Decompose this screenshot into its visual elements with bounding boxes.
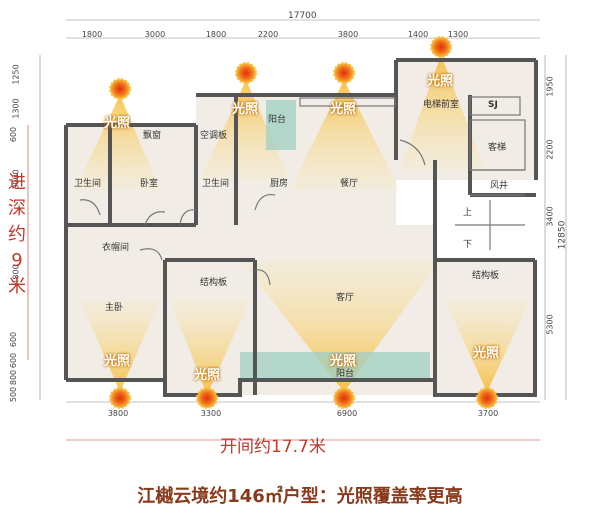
left-dim: 800 [9, 369, 19, 386]
room-structure-plate-2: 结构板 [472, 271, 500, 281]
left-dim: 500 [9, 386, 19, 403]
thin-walls [79, 96, 526, 286]
top-dim: 3800 [337, 30, 359, 39]
total-width-dim: 17700 [288, 11, 317, 21]
left-dim: 1250 [11, 64, 21, 85]
left-dim: 600 [9, 331, 19, 348]
light-label: 光照 [473, 346, 500, 361]
suns [109, 36, 498, 409]
room-sj: SJ [488, 100, 498, 110]
room-wind-shaft: 风井 [490, 181, 509, 191]
depth-char: 米 [8, 276, 26, 297]
room-elevator-lobby: 电梯前室 [423, 100, 460, 110]
stair-up: 上 [463, 208, 473, 218]
total-depth-dim: 12850 [557, 220, 568, 250]
depth-char: 9 [11, 250, 23, 271]
room-bedroom: 卧室 [140, 179, 159, 189]
depth-char: 约 [8, 224, 26, 245]
bottom-dim: 3700 [477, 409, 499, 418]
top-dim: 2200 [257, 30, 279, 39]
stair-down: 下 [463, 240, 473, 250]
light-label: 光照 [330, 102, 357, 117]
room-bathroom-1: 卫生间 [74, 179, 102, 189]
left-dim: 600 [9, 126, 19, 143]
top-dim: 3000 [144, 30, 166, 39]
bottom-dim: 3800 [107, 409, 129, 418]
light-rays [75, 55, 530, 395]
top-dim: 1800 [205, 30, 227, 39]
top-dim: 1400 [407, 30, 429, 39]
page-caption: 江樾云境约146㎡户型：光照覆盖率更高 [137, 486, 463, 507]
room-master-bedroom: 主卧 [105, 303, 124, 313]
depth-char: 进 [8, 172, 26, 193]
light-label: 光照 [427, 74, 454, 89]
depth-char: 深 [8, 198, 26, 219]
room-balcony: 阳台 [268, 115, 287, 125]
left-dim: 600 [9, 352, 19, 369]
light-label: 光照 [194, 368, 221, 383]
walls [64, 58, 538, 397]
right-dim: 1950 [545, 76, 555, 97]
room-kitchen: 厨房 [270, 179, 289, 189]
bottom-dim: 6900 [336, 409, 358, 418]
room-ac-panel: 空调板 [200, 131, 228, 141]
left-dim: 1300 [11, 98, 21, 119]
room-passenger-elevator: 客梯 [488, 143, 507, 153]
light-label: 光照 [330, 354, 357, 369]
top-dim: 1300 [447, 30, 469, 39]
room-closet: 衣帽间 [102, 243, 130, 253]
room-structure-plate-1: 结构板 [200, 278, 228, 288]
depth-annotation: 进 深 约 9 米 [6, 170, 28, 300]
room-balcony-bottom: 阳台 [336, 369, 355, 379]
right-dim: 2200 [545, 139, 555, 160]
glazing [240, 100, 430, 380]
light-label: 光照 [232, 102, 259, 117]
right-dim: 5300 [545, 314, 555, 335]
light-label: 光照 [104, 354, 131, 369]
dimension-lines [27, 19, 567, 441]
room-bathroom-2: 卫生间 [202, 179, 230, 189]
room-dining: 餐厅 [340, 179, 359, 189]
room-bay-window: 飘窗 [143, 131, 162, 141]
width-annotation: 开间约17.7米 [220, 437, 326, 457]
room-living-room: 客厅 [336, 293, 355, 303]
light-label: 光照 [104, 116, 131, 131]
right-dim: 3400 [545, 206, 555, 227]
top-dim: 1800 [81, 30, 103, 39]
bottom-dim: 3300 [200, 409, 222, 418]
